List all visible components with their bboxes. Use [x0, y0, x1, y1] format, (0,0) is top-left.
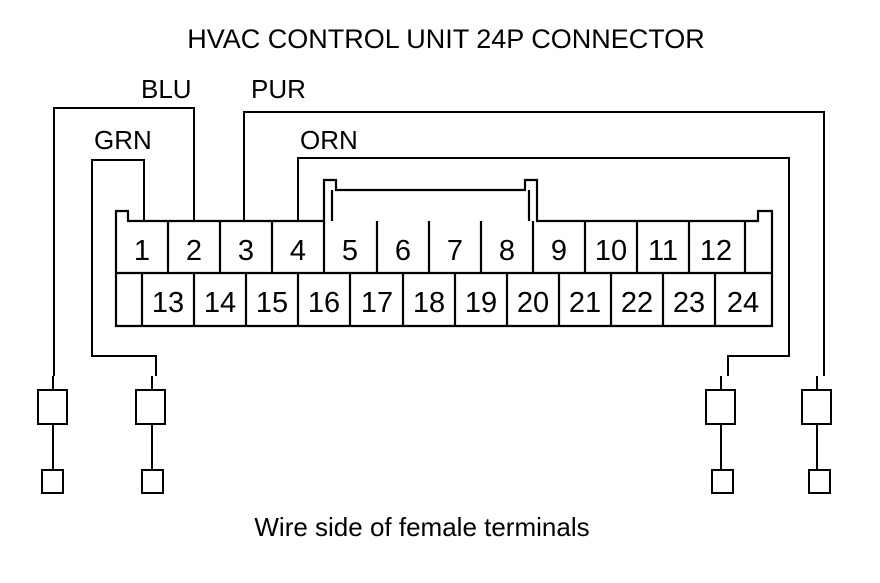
wire-label-blu: BLU [141, 74, 192, 104]
pin-19: 19 [465, 287, 497, 319]
pin-2: 2 [186, 235, 202, 267]
top-row-dividers [166, 221, 747, 273]
pin-18: 18 [413, 287, 445, 319]
wire-label-pur: PUR [251, 74, 306, 104]
pin-4: 4 [290, 235, 306, 267]
pin-9: 9 [551, 235, 567, 267]
wire-lines [53, 107, 825, 376]
wire-label-grn: GRN [94, 125, 152, 155]
pin-17: 17 [361, 287, 393, 319]
connector-body [114, 178, 774, 328]
bottom-row-pins: 13 14 15 16 17 18 19 20 21 22 23 24 [152, 287, 759, 319]
terminal-left-1 [37, 376, 68, 494]
pin-8: 8 [499, 235, 515, 267]
pin-11: 11 [648, 235, 678, 267]
pin-5: 5 [342, 235, 358, 267]
pin-21: 21 [569, 287, 601, 319]
pin-10: 10 [595, 235, 627, 267]
pin-7: 7 [447, 235, 463, 267]
terminal-right-2 [801, 376, 832, 494]
top-row-pins: 1 2 3 4 5 6 7 8 9 10 11 12 [134, 235, 732, 267]
pin-20: 20 [517, 287, 549, 319]
pin-14: 14 [204, 287, 236, 319]
pin-23: 23 [673, 287, 705, 319]
pin-6: 6 [395, 235, 411, 267]
wire-pur [243, 111, 825, 376]
wire-grn [91, 159, 157, 376]
wire-orn [297, 157, 790, 376]
bottom-row-dividers [140, 273, 717, 326]
pin-22: 22 [621, 287, 653, 319]
terminal-left-2 [135, 376, 166, 494]
diagram-caption: Wire side of female terminals [254, 512, 589, 542]
wire-label-orn: ORN [300, 125, 358, 155]
diagram-title: HVAC CONTROL UNIT 24P CONNECTOR [187, 24, 705, 54]
pin-3: 3 [238, 235, 254, 267]
terminal-right-1 [705, 376, 736, 494]
pin-1: 1 [134, 235, 150, 267]
pin-15: 15 [256, 287, 288, 319]
pin-24: 24 [727, 287, 759, 319]
pin-13: 13 [152, 287, 184, 319]
pin-12: 12 [700, 235, 732, 267]
pin-16: 16 [308, 287, 340, 319]
wire-blu [53, 107, 195, 376]
